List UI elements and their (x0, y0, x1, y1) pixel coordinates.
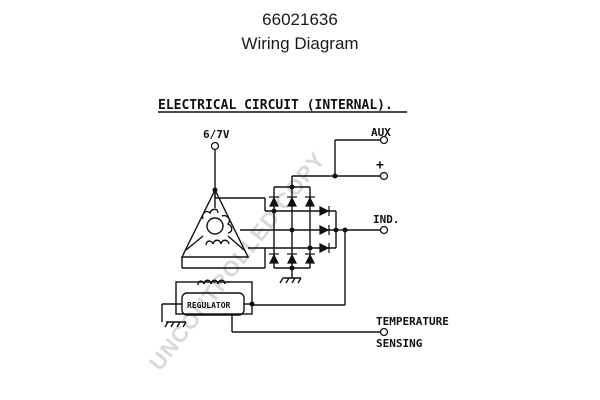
diode-icon (269, 196, 279, 207)
terminal-plus-icon (379, 171, 389, 181)
label-67v: 6/7V (203, 128, 230, 141)
stator-housing (180, 188, 250, 258)
diode-icon (319, 243, 330, 253)
rectifier-diodes (269, 196, 330, 264)
label-temperature: TEMPERATURE (376, 315, 449, 328)
diode-icon (319, 225, 330, 235)
terminal-aux-icon (379, 135, 389, 145)
diagram-title: Wiring Diagram (241, 34, 359, 53)
field-coil-icon (197, 279, 226, 286)
label-aux: AUX (371, 126, 391, 139)
diode-icon (287, 253, 297, 264)
terminal-ind-icon (379, 225, 389, 235)
stator-winding-icon (185, 190, 245, 251)
label-ind: IND. (373, 213, 400, 226)
diode-icon (269, 253, 279, 264)
diode-icon (287, 196, 297, 207)
regulator-frame (175, 281, 253, 315)
diode-icon (305, 253, 315, 264)
watermark: UNCONTROLLED COPY (144, 147, 330, 375)
label-plus: + (376, 158, 384, 173)
circuit-heading: ELECTRICAL CIRCUIT (INTERNAL). (158, 98, 393, 113)
label-sensing: SENSING (376, 337, 423, 350)
part-number: 66021636 (262, 10, 338, 29)
terminal-67v-icon (210, 141, 220, 151)
diode-icon (319, 206, 330, 216)
regulator-label: REGULATOR (187, 301, 231, 310)
terminal-temp-icon (379, 327, 389, 337)
diode-icon (305, 196, 315, 207)
